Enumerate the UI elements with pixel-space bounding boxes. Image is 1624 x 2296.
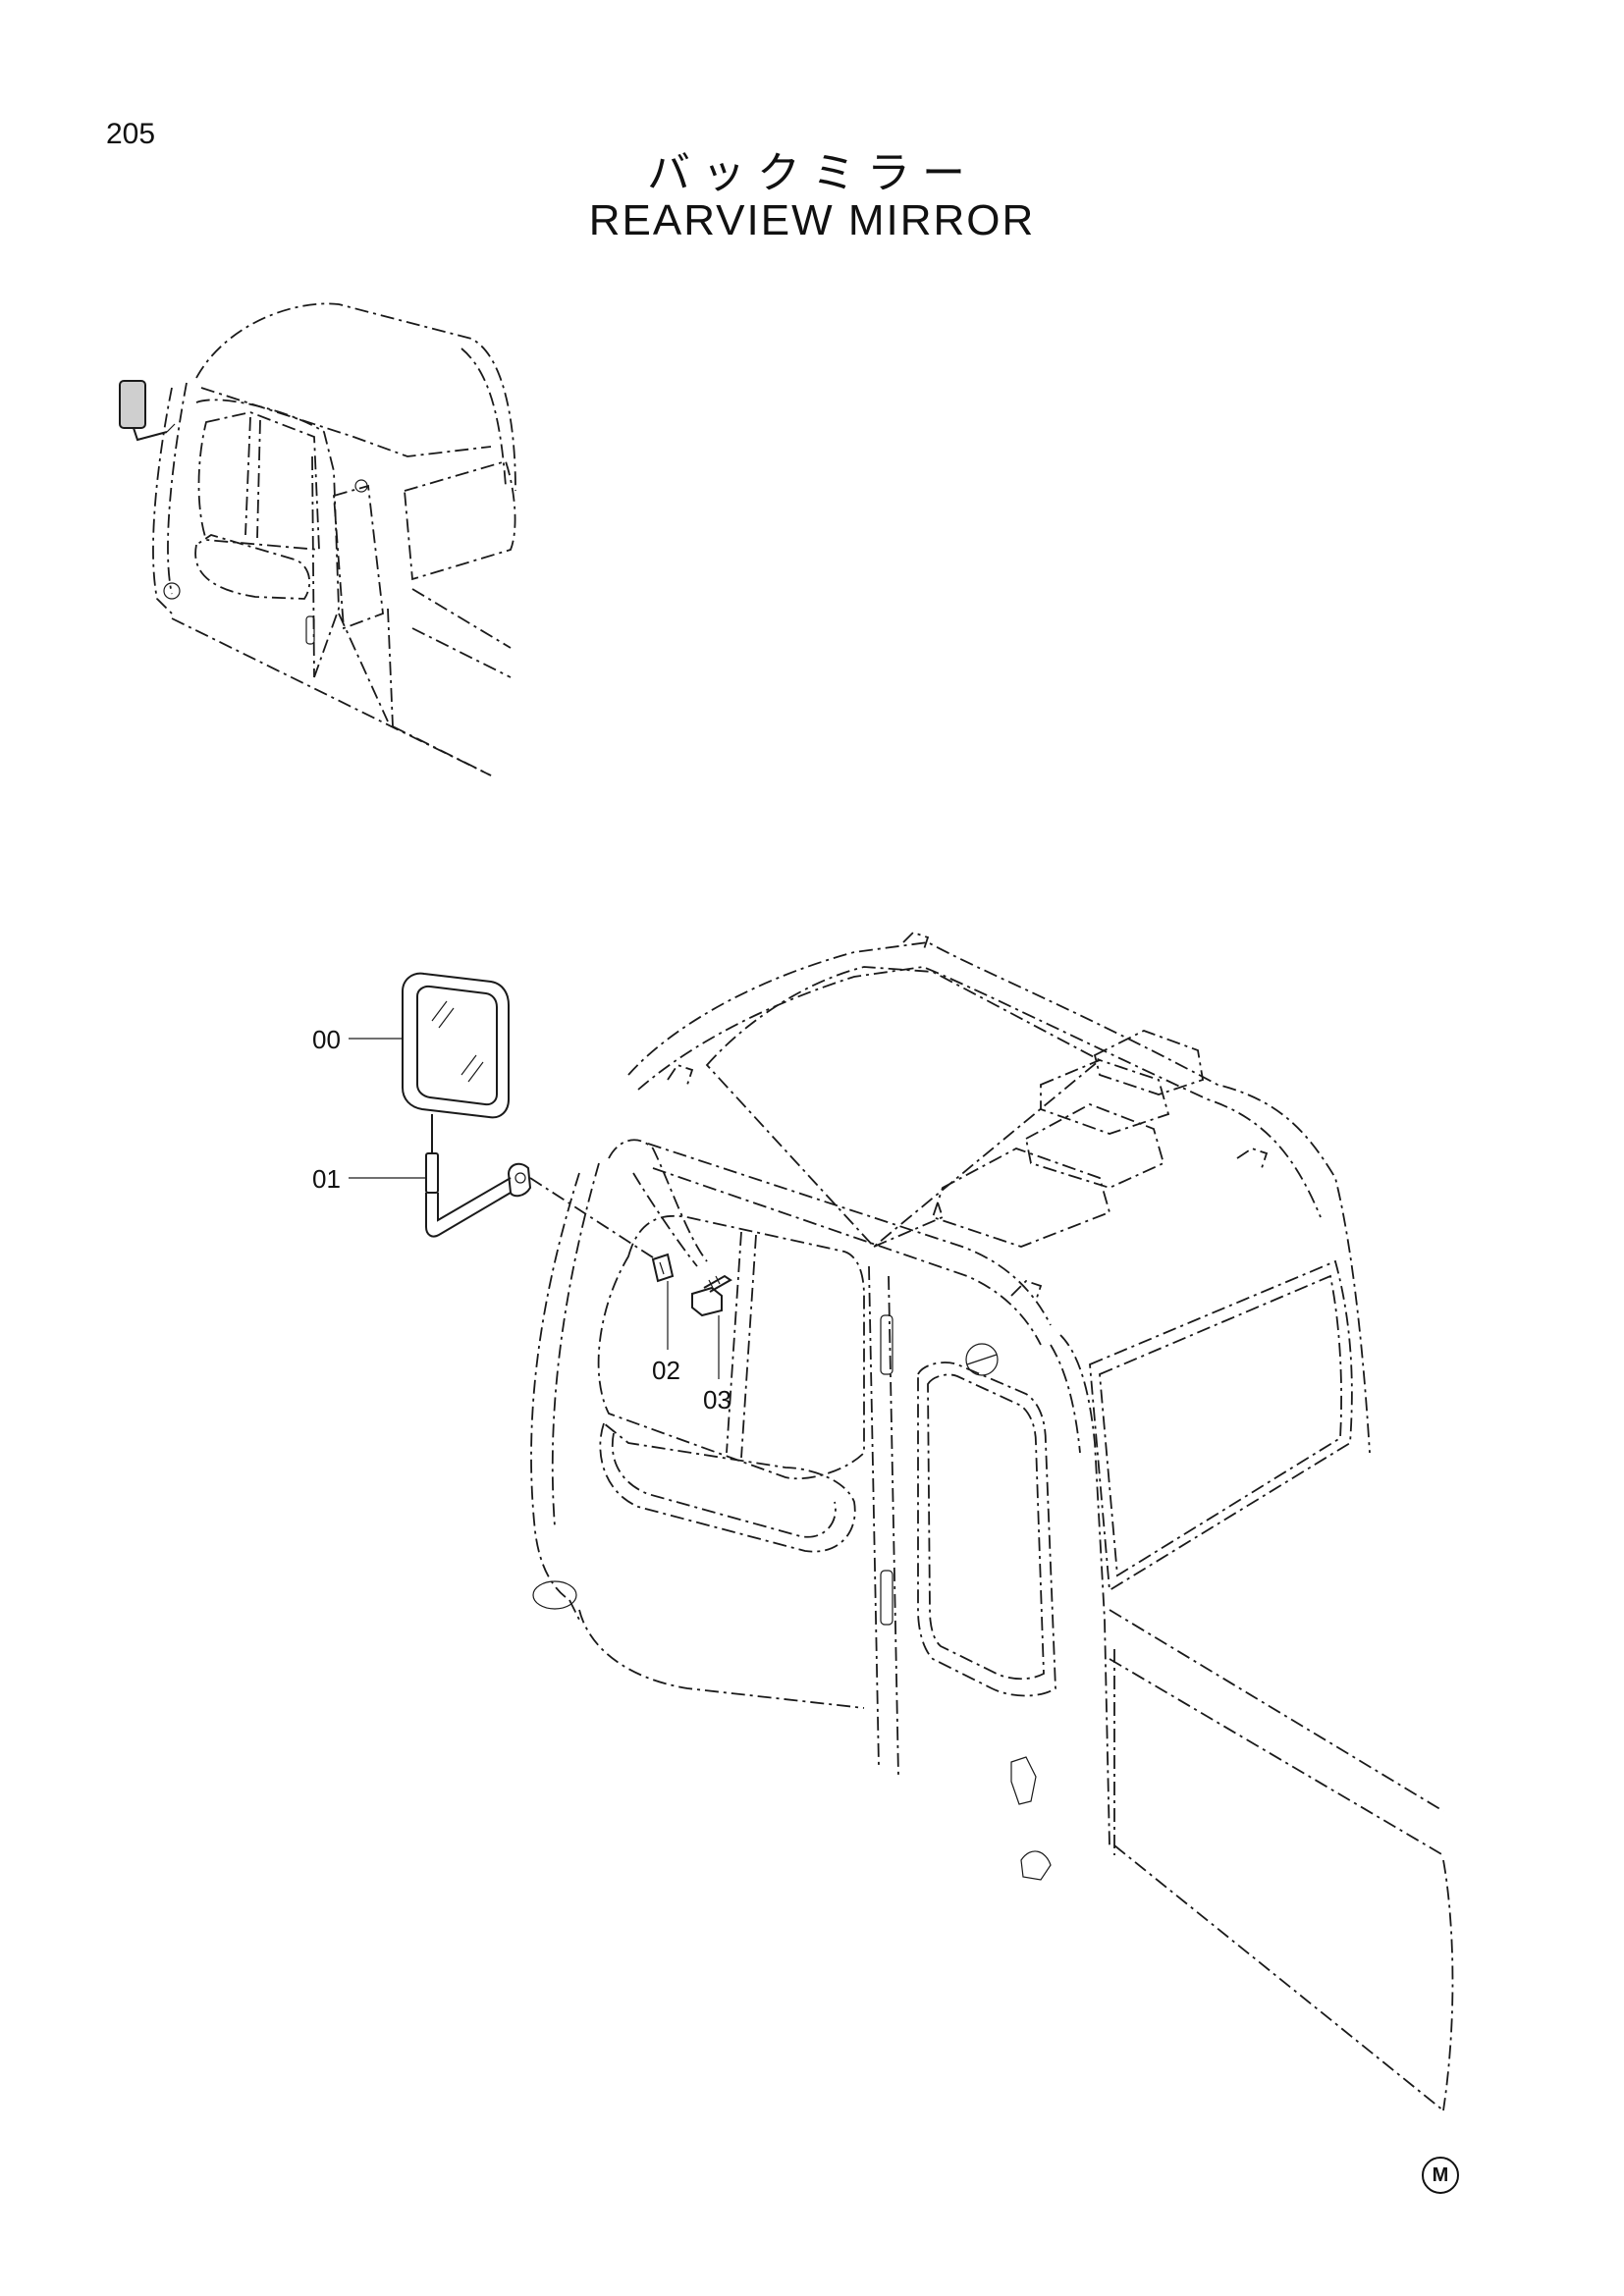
callout-label-01: 01: [312, 1164, 341, 1194]
overview-cab-drawing: [119, 302, 516, 776]
callout-01: 01: [312, 1164, 426, 1194]
part-03-bolt: [691, 1274, 732, 1317]
callout-label-00: 00: [312, 1025, 341, 1054]
marker-symbol: M: [1422, 2157, 1459, 2194]
callout-label-03: 03: [703, 1385, 731, 1415]
mirror-assembly: [402, 972, 732, 1317]
part-02-bracket: [651, 1253, 675, 1283]
part-00-mirror: [402, 972, 510, 1119]
callout-00: 00: [312, 1025, 403, 1054]
page-title: REARVIEW MIRROR: [588, 196, 1036, 244]
callout-label-02: 02: [652, 1356, 680, 1385]
page-title-japanese: バックミラー: [647, 148, 977, 198]
roof-vents: [931, 1030, 1205, 1248]
page-number: 205: [106, 118, 156, 150]
part-01-stay: [425, 1114, 532, 1238]
callout-03: 03: [703, 1315, 731, 1415]
callout-02: 02: [652, 1281, 680, 1385]
main-cab-drawing: [530, 931, 1454, 2111]
